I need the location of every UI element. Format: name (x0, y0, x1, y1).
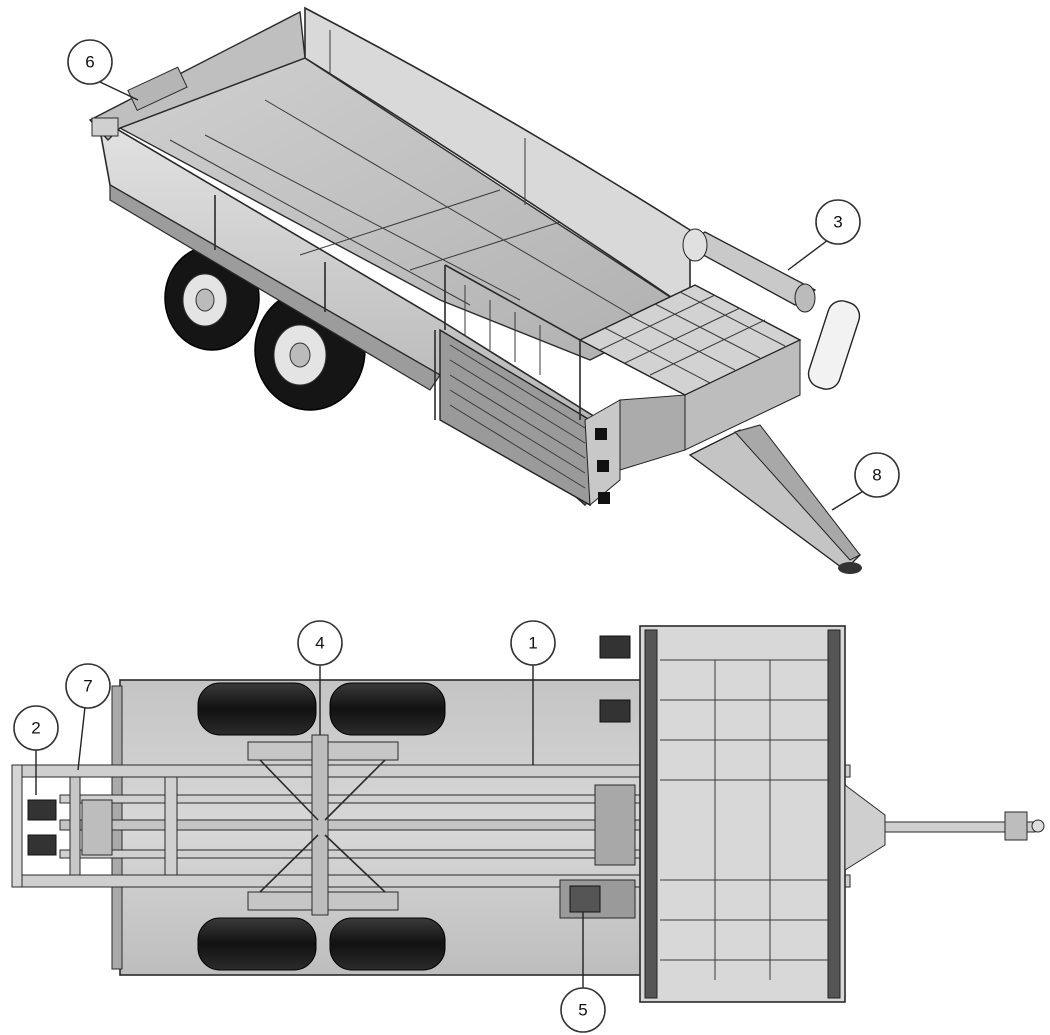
hitch-tongue (688, 424, 862, 574)
plan-axle-bogie (247, 734, 399, 916)
plan-drive-gearbox (559, 635, 636, 919)
beater-assembly (439, 264, 621, 507)
isometric-view (88, 6, 862, 574)
callout-8: 8 (831, 452, 900, 511)
callout-2-label: 2 (31, 719, 40, 738)
callout-6-label: 6 (85, 53, 94, 72)
callout-3: 3 (787, 199, 861, 271)
callout-4: 4 (297, 620, 343, 735)
callout-8-label: 8 (872, 466, 881, 485)
plan-rear-apron (639, 625, 1045, 1003)
rear-grid-deck (578, 284, 802, 471)
callout-1-label: 1 (528, 634, 537, 653)
plan-front-components (27, 799, 113, 856)
callout-1: 1 (510, 620, 556, 765)
plan-view (11, 625, 1045, 1003)
callout-5-label: 5 (578, 1001, 587, 1020)
callout-5: 5 (560, 912, 606, 1033)
chassis-rail (109, 183, 441, 391)
callout-7: 7 (65, 663, 111, 771)
drive-shaft-cylinder (682, 228, 861, 390)
callout-2: 2 (13, 705, 59, 795)
callout-7-label: 7 (83, 677, 92, 696)
callout-6: 6 (67, 39, 139, 101)
box-front-wall (88, 10, 306, 142)
callout-4-label: 4 (315, 634, 324, 653)
plan-tires (197, 682, 446, 971)
callout-3-label: 3 (833, 213, 842, 232)
